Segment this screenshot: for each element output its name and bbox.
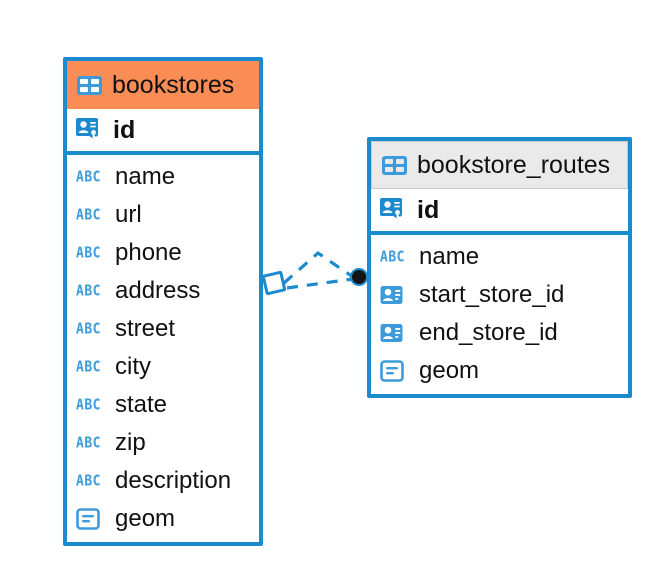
field-row-url[interactable]: ABC url [67,196,259,234]
text-abc-icon: ABC [76,168,101,186]
field-name: geom [115,505,176,532]
field-row-phone[interactable]: ABC phone [67,234,259,272]
field-name: name [115,163,176,190]
field-name: phone [115,239,182,266]
field-name: city [115,353,151,380]
relationship-line-upper [282,250,354,285]
field-row-address[interactable]: ABC address [67,272,259,310]
field-row-primary-key[interactable]: id [371,189,628,235]
text-abc-icon: ABC [76,358,101,376]
entity-name-label: bookstore_routes [417,150,611,179]
field-name: end_store_id [419,319,558,346]
primary-key-icon [76,118,104,142]
text-abc-icon: ABC [76,206,101,224]
relationship-line-lower [286,277,354,290]
foreign-key-icon [380,323,410,343]
entity-header-bookstores[interactable]: bookstores [67,61,259,109]
field-name: address [115,277,201,304]
geometry-icon [380,360,410,382]
foreign-key-icon [380,285,410,305]
field-list: ABC name ABC url ABC phone ABC address A… [67,155,259,542]
entity-bookstores[interactable]: bookstores id ABC [63,57,263,546]
entity-bookstore-routes[interactable]: bookstore_routes id ABC [367,137,632,398]
field-name: start_store_id [419,281,565,308]
geometry-icon [76,508,106,530]
field-row-start-store-id[interactable]: start_store_id [371,276,628,314]
field-row-geom[interactable]: geom [67,500,259,538]
diamond-outline-marker [261,270,287,296]
field-name: id [417,195,440,224]
text-abc-icon: ABC [76,472,101,490]
filled-circle-marker [350,268,368,286]
field-name: description [115,467,232,494]
field-name: name [419,243,480,270]
field-row-zip[interactable]: ABC zip [67,424,259,462]
field-row-name[interactable]: ABC name [371,238,628,276]
text-abc-icon: ABC [76,320,101,338]
field-name: state [115,391,168,418]
field-row-state[interactable]: ABC state [67,386,259,424]
field-name: id [113,115,136,144]
field-row-description[interactable]: ABC description [67,462,259,500]
text-abc-icon: ABC [76,396,101,414]
entity-header-bookstore-routes[interactable]: bookstore_routes [371,141,628,189]
text-abc-icon: ABC [76,434,101,452]
text-abc-icon: ABC [76,244,101,262]
field-row-name[interactable]: ABC name [67,158,259,196]
field-row-geom[interactable]: geom [371,352,628,390]
text-abc-icon: ABC [380,248,405,266]
field-list: ABC name start_store_id [371,235,628,394]
field-row-end-store-id[interactable]: end_store_id [371,314,628,352]
text-abc-icon: ABC [76,282,101,300]
entity-name-label: bookstores [112,70,235,99]
table-icon [381,155,408,176]
field-name: street [115,315,176,342]
field-name: zip [115,429,146,456]
field-name: geom [419,357,480,384]
field-row-street[interactable]: ABC street [67,310,259,348]
field-row-primary-key[interactable]: id [67,109,259,155]
primary-key-icon [380,198,408,222]
field-name: url [115,201,142,228]
table-icon [76,75,103,96]
field-row-city[interactable]: ABC city [67,348,259,386]
